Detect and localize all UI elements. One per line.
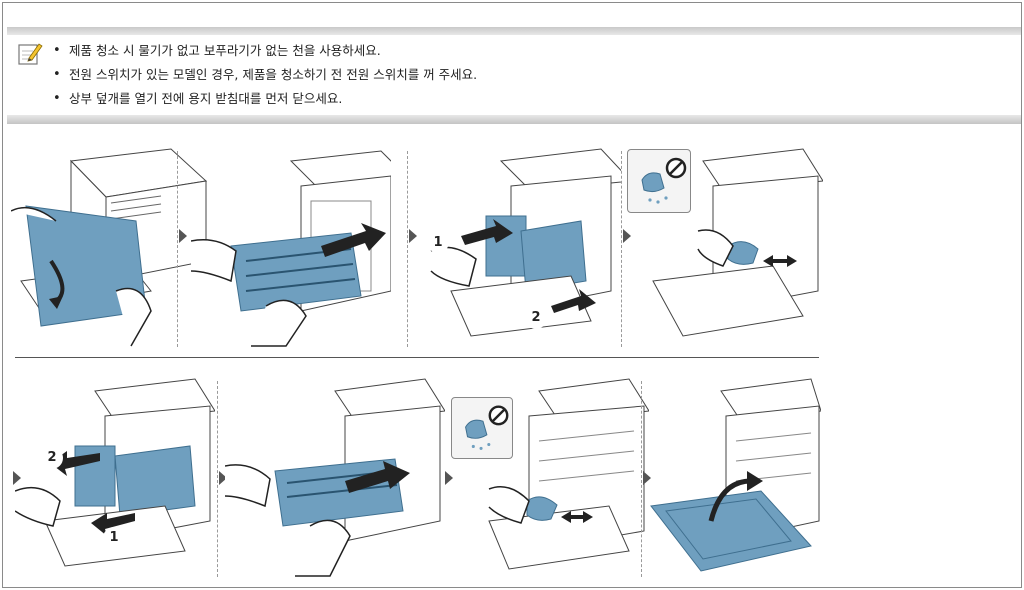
panel-separator	[177, 151, 178, 347]
printer-illustration	[430, 148, 621, 337]
step-reinsert-cartridges: 2 1	[15, 371, 215, 579]
step-pull-tray	[191, 141, 391, 349]
step-arrow-icon	[409, 229, 417, 243]
panel-separator	[641, 381, 642, 577]
step-remove-cartridges: 1 2	[421, 141, 621, 349]
printer-illustration	[11, 148, 208, 347]
note-item: 전원 스위치가 있는 모델인 경우, 제품을 청소하기 전 전원 스위치를 꺼 …	[53, 63, 477, 87]
step-wipe-again	[449, 371, 649, 579]
note-item: 제품 청소 시 물기가 없고 보푸라기가 없는 천을 사용하세요.	[53, 39, 477, 63]
panel-separator	[217, 381, 218, 577]
note-item: 상부 덮개를 열기 전에 용지 받침대를 먼저 닫으세요.	[53, 87, 477, 111]
no-water-inset	[451, 397, 513, 459]
printer-illustration	[652, 148, 823, 337]
step-arrow-icon	[623, 229, 631, 243]
printer-illustration	[191, 150, 391, 347]
step-open-front-cover	[11, 141, 211, 349]
step-arrow-icon	[13, 471, 21, 485]
pencil-note-icon	[18, 43, 43, 65]
step-wipe-inside	[623, 141, 823, 349]
panel-separator	[407, 151, 408, 347]
printer-illustration	[488, 378, 649, 570]
row-divider	[15, 357, 819, 358]
panel-separator	[621, 151, 622, 347]
step-arrow-icon	[179, 229, 187, 243]
printer-illustration	[225, 378, 445, 577]
no-water-icon	[641, 157, 687, 204]
no-water-inset	[627, 149, 691, 213]
illustration-row-2: 2 1	[11, 371, 821, 579]
step-number-1: 1	[427, 231, 449, 253]
note-list: 제품 청소 시 물기가 없고 보푸라기가 없는 천을 사용하세요. 전원 스위치…	[53, 39, 477, 111]
step-arrow-icon	[643, 471, 651, 485]
step-arrow-icon	[445, 471, 453, 485]
note-box: 제품 청소 시 물기가 없고 보푸라기가 없는 천을 사용하세요. 전원 스위치…	[7, 35, 1021, 121]
step-number-2: 2	[41, 447, 63, 469]
illustration-row-1: 1 2	[11, 141, 823, 349]
step-arrow-icon	[219, 471, 227, 485]
top-rule	[7, 27, 1021, 35]
step-number-2: 2	[525, 307, 547, 329]
note-rule	[7, 115, 1021, 124]
step-push-tray	[225, 371, 445, 579]
no-water-icon	[465, 405, 509, 450]
step-number-1: 1	[103, 527, 125, 549]
step-close-front-cover	[641, 371, 841, 579]
printer-illustration	[650, 378, 821, 572]
